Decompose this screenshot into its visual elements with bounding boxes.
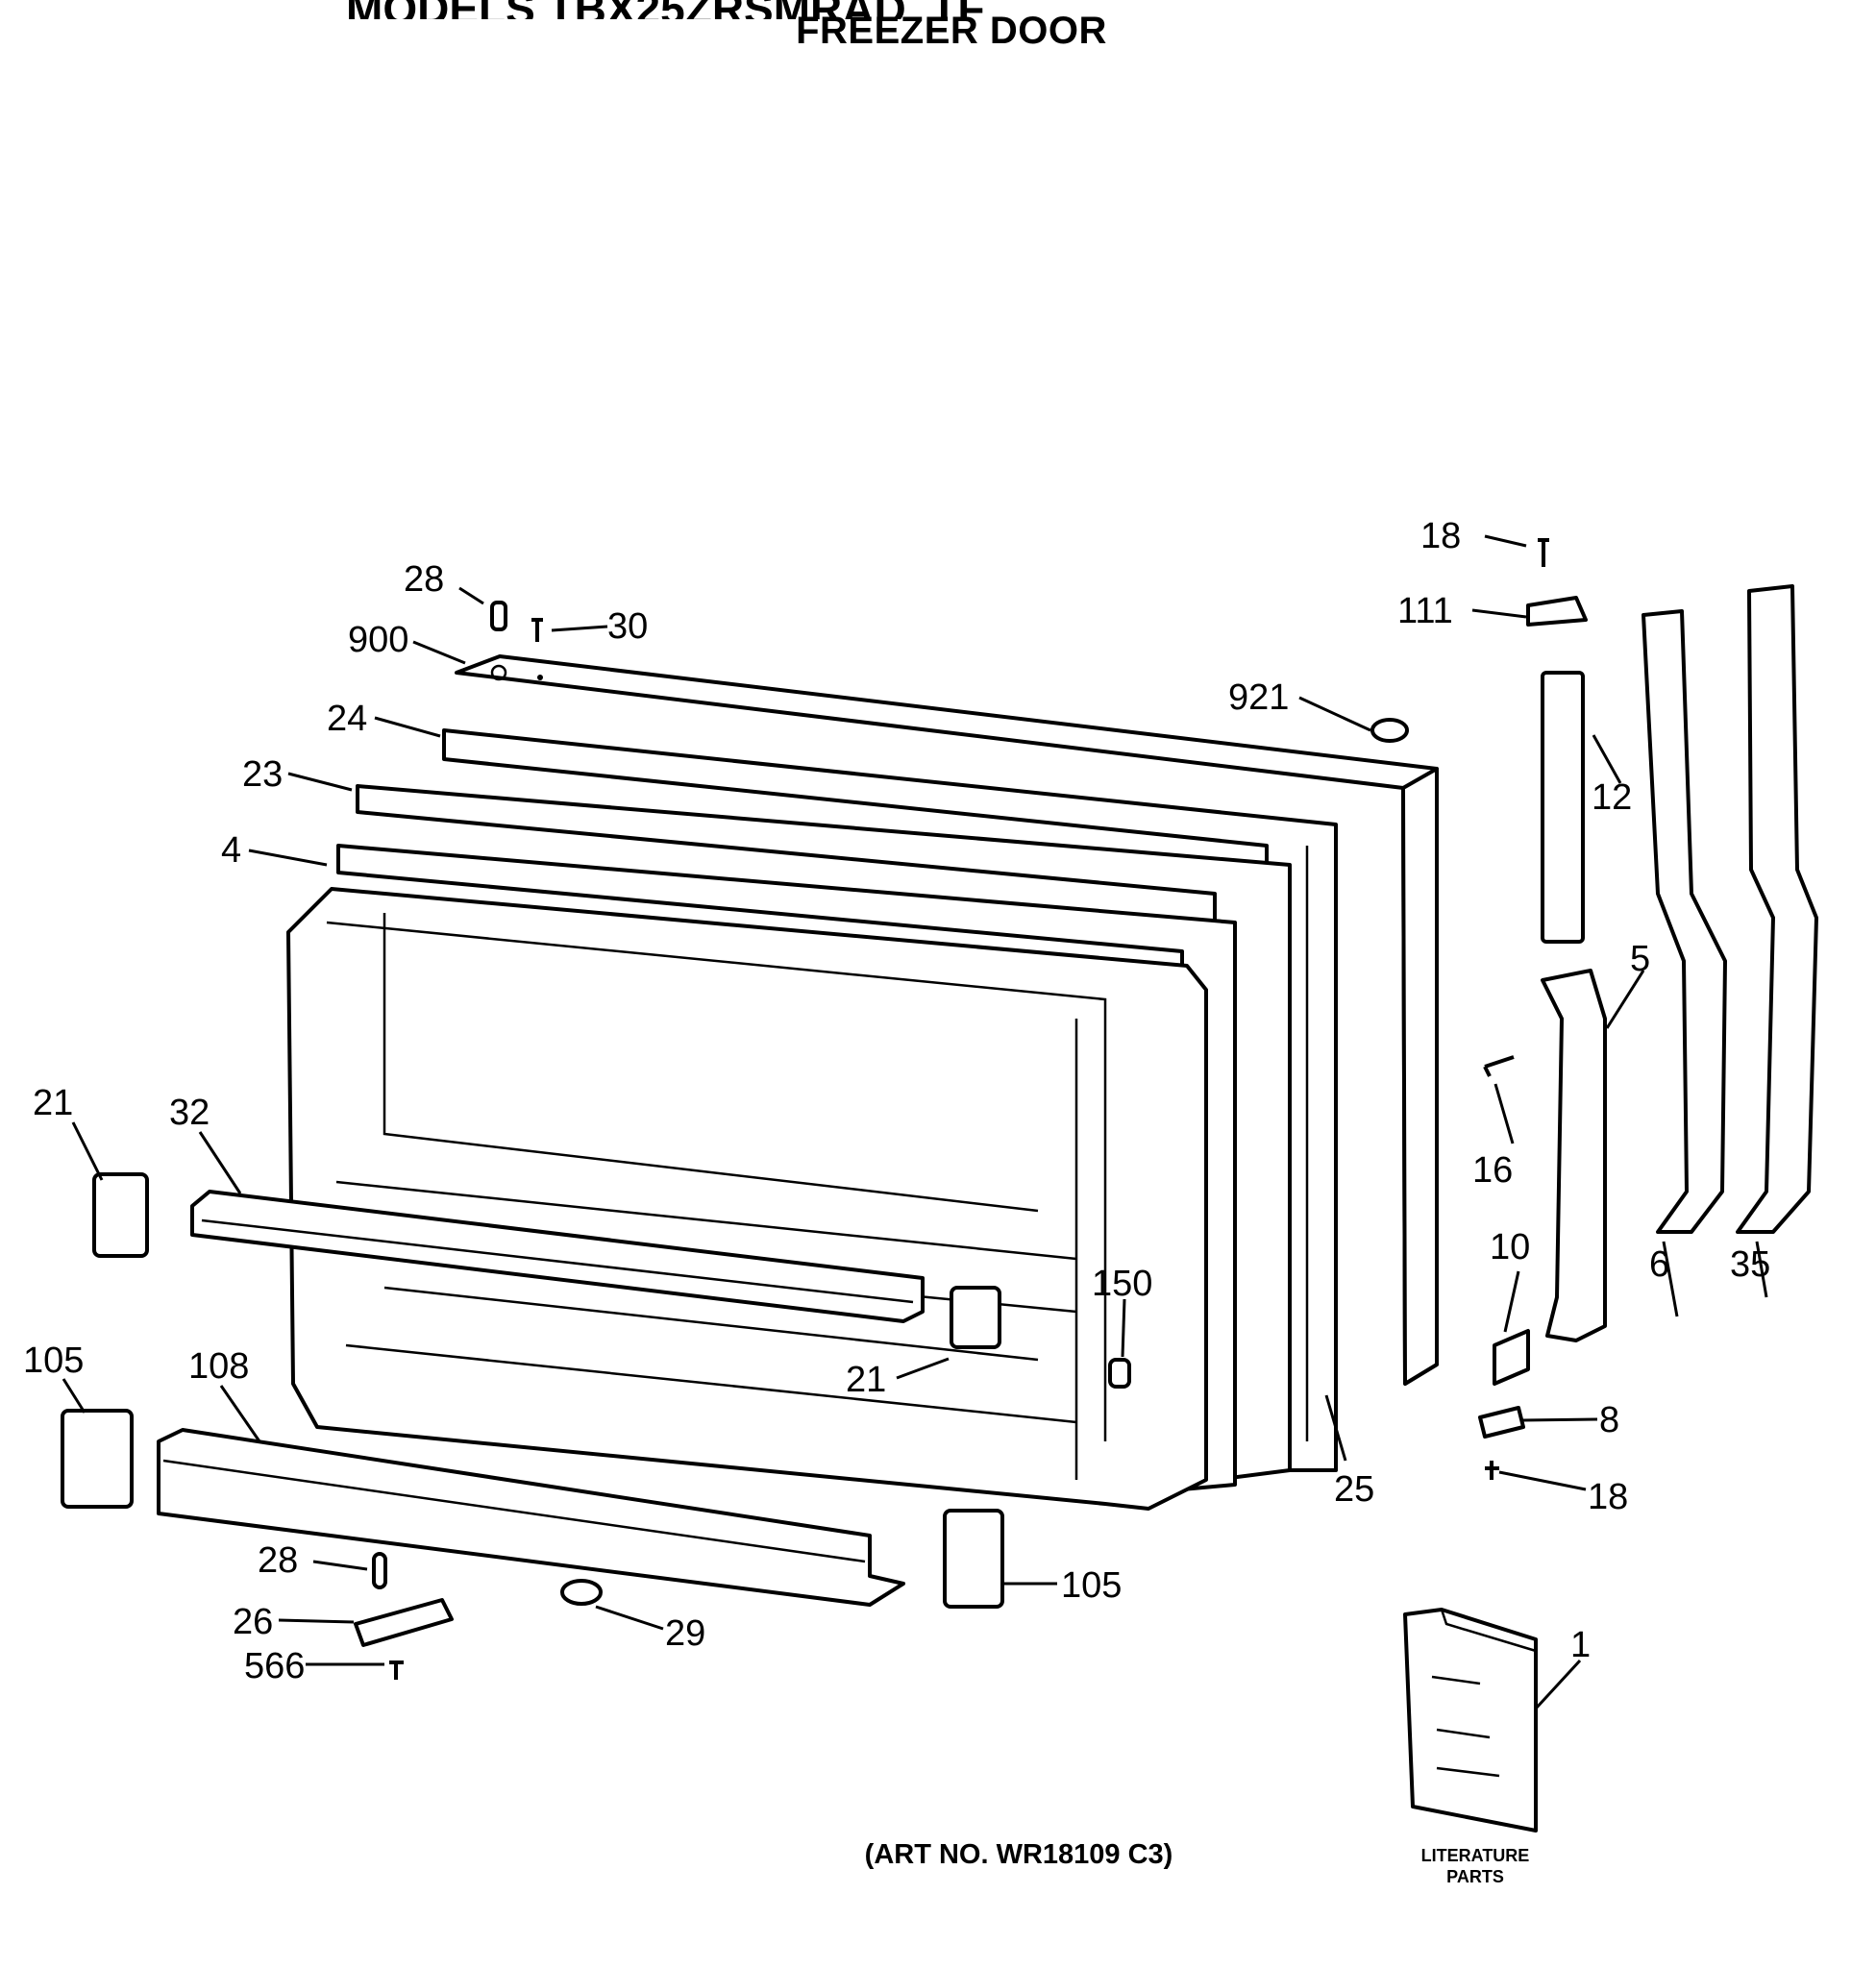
model-title: MODELS TBX25ZRSMRAD, TF: [346, 0, 1115, 19]
outer-door-panel: [455, 654, 1439, 1386]
callout-18-bottom: 18: [1588, 1477, 1628, 1517]
callout-111: 111: [1397, 591, 1453, 631]
callout-12: 12: [1592, 777, 1632, 818]
handle-mount-12: [1541, 671, 1585, 944]
diagram-title: FREEZER DOOR: [796, 10, 1107, 52]
callout-28-bottom: 28: [258, 1540, 298, 1581]
callout-900: 900: [348, 620, 408, 660]
callout-28-top: 28: [404, 559, 444, 600]
leader-lines: [62, 534, 1768, 1710]
hinge-plate-26: [354, 1598, 454, 1647]
shelf-cap-21-right: [950, 1286, 1001, 1349]
literature-caption-line2: PARTS: [1446, 1867, 1504, 1886]
callout-1: 1: [1570, 1625, 1591, 1665]
callout-32: 32: [169, 1093, 210, 1133]
callout-labels: 18 111 28 30 900 921 24 23 4 12 5 16 21 …: [23, 516, 1770, 1686]
screw-18-bottom: [1485, 1461, 1499, 1480]
callout-30: 30: [607, 606, 648, 647]
screw-28-top: [490, 601, 507, 631]
callout-25: 25: [1334, 1469, 1374, 1510]
callout-105-right: 105: [1061, 1565, 1122, 1606]
callout-108: 108: [188, 1346, 249, 1387]
callout-26: 26: [233, 1602, 273, 1642]
plug-150: [1108, 1358, 1131, 1389]
door-liner: [286, 887, 1208, 1511]
literature-caption: LITERATURE PARTS: [1403, 1845, 1547, 1887]
shelf-rail-108: [157, 1428, 905, 1607]
literature-booklet: [1403, 1608, 1538, 1833]
callout-150: 150: [1092, 1264, 1152, 1304]
callout-18-top: 18: [1420, 516, 1461, 556]
callout-4: 4: [221, 830, 241, 871]
callout-6: 6: [1649, 1244, 1669, 1285]
literature-caption-line1: LITERATURE: [1420, 1846, 1530, 1865]
hinge-8: [1478, 1406, 1525, 1439]
callout-8: 8: [1599, 1400, 1619, 1440]
art-number: (ART NO. WR18109 C3): [864, 1839, 1173, 1870]
shelf-rail-32: [190, 1190, 925, 1323]
screw-16: [1483, 1055, 1515, 1077]
bracket-10: [1493, 1329, 1530, 1386]
hinge-cap-111: [1526, 596, 1588, 627]
callout-24: 24: [327, 699, 367, 739]
screw-18-top: [1538, 538, 1549, 567]
callout-29: 29: [665, 1613, 705, 1654]
callout-921: 921: [1228, 677, 1289, 718]
callout-21-left: 21: [33, 1083, 73, 1123]
plug-29: [560, 1579, 603, 1606]
callout-16: 16: [1472, 1150, 1513, 1191]
shelf-end-105-right: [943, 1509, 1004, 1609]
callout-105-left: 105: [23, 1341, 84, 1381]
callout-23: 23: [242, 754, 283, 795]
screw-30: [531, 618, 543, 642]
shelf-end-105-left: [61, 1409, 134, 1509]
shelf-cap-21-left: [92, 1172, 149, 1258]
screw-566: [389, 1660, 404, 1680]
callout-566: 566: [244, 1646, 305, 1686]
screw-28-bottom: [372, 1552, 387, 1589]
handle-trim-6: [1642, 609, 1727, 1234]
callout-35: 35: [1730, 1244, 1770, 1285]
handle-trim-35: [1736, 584, 1818, 1234]
callout-5: 5: [1630, 939, 1650, 979]
plug-921: [1370, 718, 1409, 743]
handle-5: [1541, 969, 1607, 1342]
callout-10: 10: [1490, 1227, 1530, 1267]
callout-21-right: 21: [846, 1360, 886, 1400]
